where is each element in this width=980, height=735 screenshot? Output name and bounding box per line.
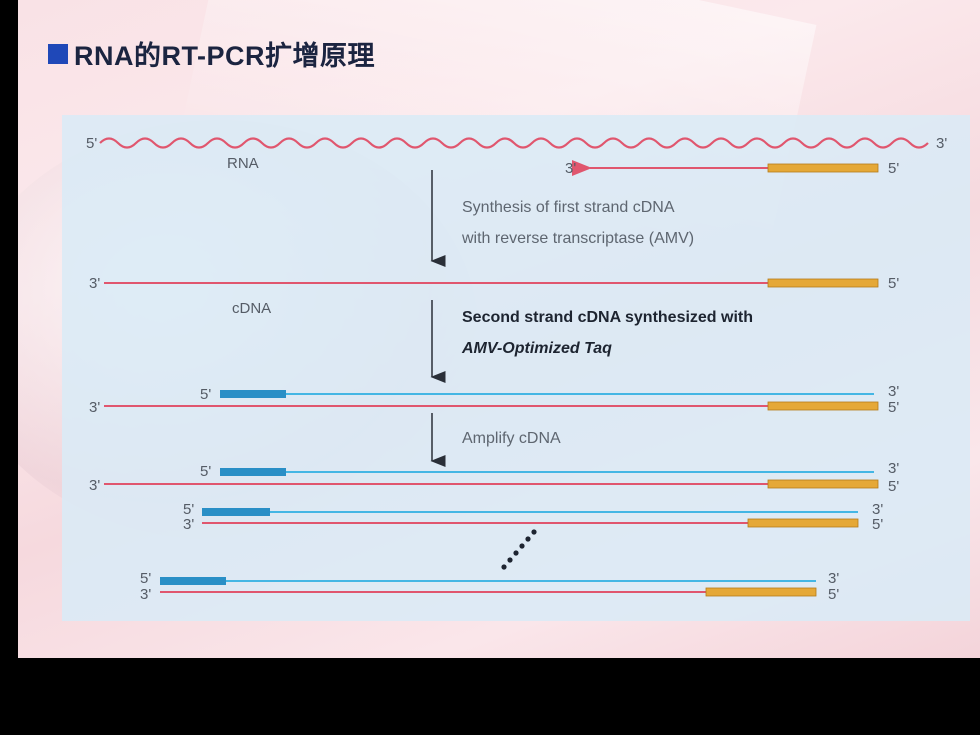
cdna-primer	[767, 278, 879, 288]
rna-3-prime-label: 3'	[936, 135, 947, 152]
label-3-prime: 3'	[89, 477, 100, 494]
slide-title: RNA的RT-PCR扩增原理	[48, 34, 375, 73]
primer-3-prime-label: 3'	[565, 160, 576, 177]
label-5-prime: 5'	[140, 570, 151, 587]
label-5-prime: 5'	[888, 399, 899, 416]
second-strand-primer	[202, 508, 270, 516]
second-strand-primer	[220, 390, 286, 398]
step2-text-line1: Second strand cDNA synthesized with	[462, 309, 753, 326]
label-5-prime: 5'	[828, 586, 839, 603]
oligo-primer	[767, 163, 879, 173]
cdna-primer-copy	[747, 518, 859, 528]
cdna-primer-copy	[705, 587, 817, 597]
step1-text-line2: with reverse transcriptase (AMV)	[461, 230, 694, 247]
square-bullet-icon	[48, 43, 68, 64]
cdna-primer-copy	[767, 401, 879, 411]
diagram-canvas: 5' 3' RNA 3' 5' Synthesis of first stran…	[86, 135, 947, 603]
label-3-prime: 3'	[140, 586, 151, 603]
title-text: RNA的RT-PCR扩增原理	[74, 41, 375, 71]
label-5-prime: 5'	[888, 478, 899, 495]
rna-label: RNA	[227, 155, 259, 172]
cdna-label: cDNA	[232, 300, 271, 317]
primer-5-prime-label: 5'	[888, 160, 899, 177]
label-5-prime: 5'	[200, 386, 211, 403]
second-strand-primer	[220, 468, 286, 476]
step2-text-line2: AMV-Optimized Taq	[461, 340, 612, 357]
label-3-prime: 3'	[183, 516, 194, 533]
label-3-prime: 3'	[888, 383, 899, 400]
second-strand-primer	[160, 577, 226, 585]
rt-pcr-diagram: 5' 3' RNA 3' 5' Synthesis of first stran…	[62, 115, 970, 621]
label-5-prime: 5'	[200, 463, 211, 480]
label-3-prime: 3'	[888, 460, 899, 477]
slide-background: RNA的RT-PCR扩增原理 5' 3' RNA 3' 5'	[18, 0, 980, 658]
continuation-dots-icon	[501, 529, 537, 570]
step1-text-line1: Synthesis of first strand cDNA	[462, 199, 675, 216]
label-5-prime: 5'	[183, 501, 194, 518]
label-5-prime: 5'	[872, 516, 883, 533]
rna-strand	[99, 137, 929, 149]
step3-text: Amplify cDNA	[462, 430, 561, 447]
cdna-3-prime-label: 3'	[89, 275, 100, 292]
cdna-primer-copy	[767, 479, 879, 489]
cdna-5-prime-label: 5'	[888, 275, 899, 292]
label-3-prime: 3'	[872, 501, 883, 518]
rna-5-prime-label: 5'	[86, 135, 97, 152]
label-3-prime: 3'	[828, 570, 839, 587]
label-3-prime: 3'	[89, 399, 100, 416]
